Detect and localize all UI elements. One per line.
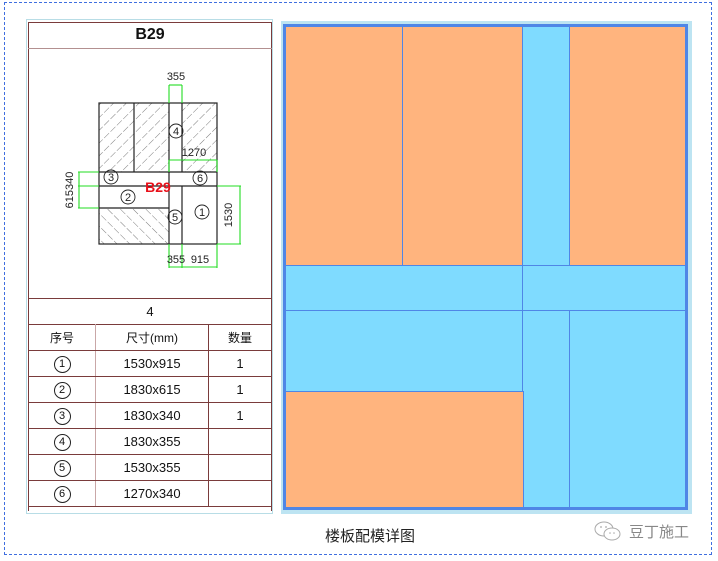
item-number: 6: [53, 485, 71, 503]
item-size: 1530x355: [95, 454, 209, 481]
svg-text:615340: 615340: [64, 172, 76, 209]
panel-top-mid: [402, 26, 524, 267]
filler-vertical-top: [522, 26, 571, 267]
header-size: 尺寸(mm): [95, 324, 209, 351]
table-row: 3 1830x340 1: [28, 402, 272, 429]
item-size: 1830x615: [95, 376, 209, 403]
item-size: 1830x355: [95, 428, 209, 455]
brand-name: 豆丁施工: [629, 522, 690, 541]
svg-text:4: 4: [173, 126, 179, 138]
table-header-row: 序号 尺寸(mm) 数量: [28, 324, 272, 351]
item-qty: [208, 480, 272, 507]
svg-text:B29: B29: [145, 179, 171, 195]
brand-watermark: 豆丁施工: [593, 520, 689, 542]
svg-text:1: 1: [199, 207, 205, 219]
item-qty: 1: [208, 350, 272, 377]
panel-bottom-left: [285, 391, 524, 508]
header-qty: 数量: [208, 324, 272, 351]
item-number: 5: [53, 459, 71, 477]
svg-text:3: 3: [108, 172, 114, 184]
parts-table: 序号 尺寸(mm) 数量 1 1530x915 1 2 1830x615 1 3…: [28, 324, 272, 507]
table-row: 4 1830x355: [28, 428, 272, 455]
svg-text:6: 6: [197, 173, 203, 185]
dashed-frame: [4, 2, 712, 555]
formwork-layout: [283, 24, 688, 510]
item-number: 3: [53, 407, 71, 425]
svg-text:2: 2: [125, 192, 131, 204]
svg-text:915: 915: [191, 254, 209, 266]
svg-text:355: 355: [167, 254, 185, 266]
svg-text:5: 5: [172, 212, 178, 224]
table-row: 2 1830x615 1: [28, 376, 272, 403]
filler-bottom-right: [569, 310, 686, 508]
filler-horizontal-right: [522, 265, 686, 312]
item-number: 1: [53, 355, 71, 373]
figure-caption: 楼板配模详图: [325, 527, 416, 545]
item-qty: [208, 454, 272, 481]
header-no: 序号: [28, 324, 96, 351]
panel-top-right: [569, 26, 686, 267]
filler-horizontal-left: [285, 265, 524, 312]
filler-mid-left: [285, 310, 524, 393]
item-number: 2: [53, 381, 71, 399]
item-qty: 1: [208, 376, 272, 403]
filler-vertical-bottom: [522, 310, 571, 508]
item-qty: 1: [208, 402, 272, 429]
formwork-drawing: 1 2 3 4 5 6 B29: [28, 49, 272, 298]
item-number: 4: [53, 433, 71, 451]
wechat-icon: [594, 521, 621, 541]
item-size: 1270x340: [95, 480, 209, 507]
table-row: 1 1530x915 1: [28, 350, 272, 377]
panel-count: 4: [28, 298, 272, 325]
panel-title: B29: [28, 22, 272, 49]
item-qty: [208, 428, 272, 455]
item-size: 1830x340: [95, 402, 209, 429]
schedule-border: [28, 22, 272, 511]
table-row: 5 1530x355: [28, 454, 272, 481]
svg-text:1530: 1530: [223, 203, 235, 227]
item-size: 1530x915: [95, 350, 209, 377]
svg-text:355: 355: [167, 71, 185, 83]
svg-text:1270: 1270: [182, 147, 206, 159]
panel-top-left: [285, 26, 404, 267]
table-row: 6 1270x340: [28, 480, 272, 507]
